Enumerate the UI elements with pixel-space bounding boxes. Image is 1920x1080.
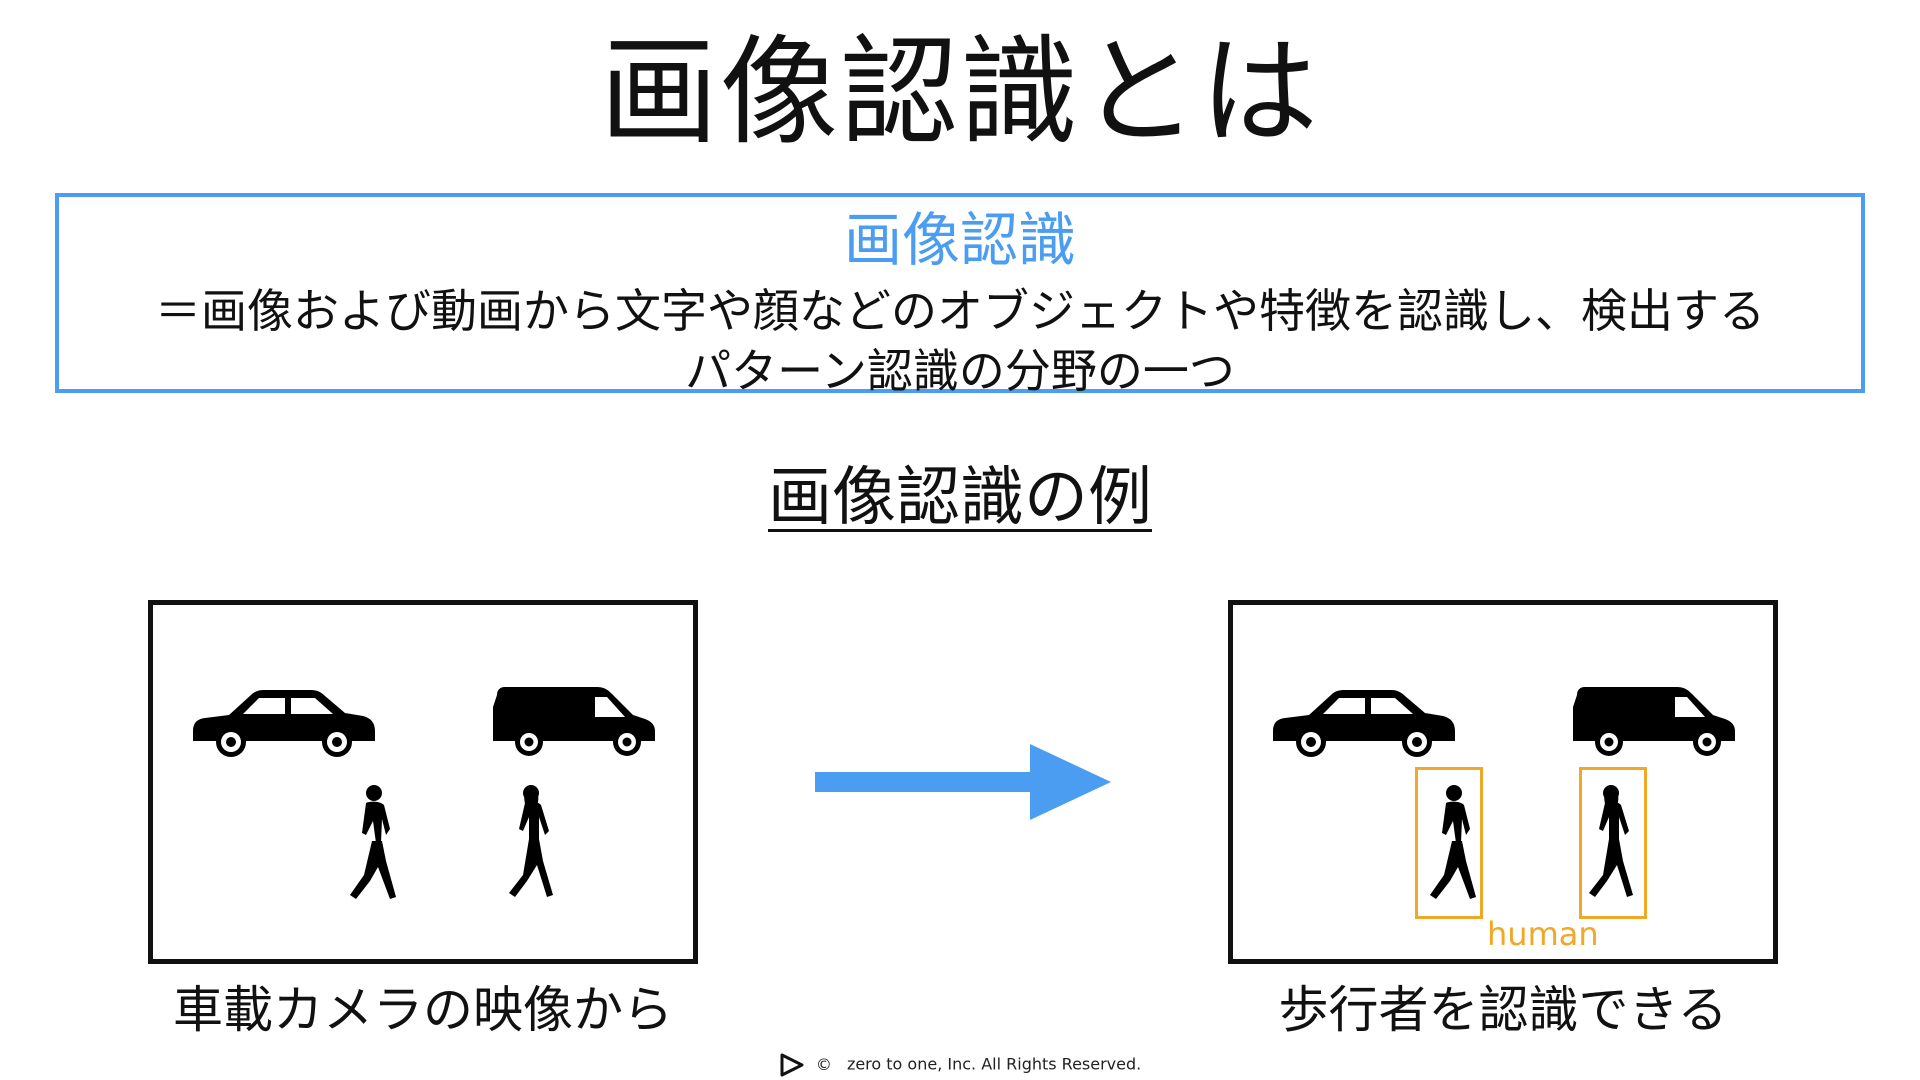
definition-box: 画像認識 ＝画像および動画から文字や顔などのオブジェクトや特徴を認識し、検出する… [55, 193, 1865, 398]
car-icon [193, 690, 375, 757]
left-caption: 車載カメラの映像から [173, 981, 673, 1039]
man-walking-icon [350, 785, 396, 899]
right-caption: 歩行者を認識できる [1278, 981, 1728, 1039]
example-heading: 画像認識の例 [0, 458, 1920, 538]
page-title: 画像認識とは [599, 23, 1320, 161]
definition-term: 画像認識 [843, 206, 1076, 274]
van-icon [1573, 687, 1735, 756]
example-heading-text: 画像認識の例 [768, 461, 1152, 535]
definition-line-2: パターン認識の分野の一つ [685, 344, 1235, 398]
woman-walking-icon [509, 785, 553, 897]
detection-box-woman [1579, 767, 1647, 919]
play-triangle-icon [780, 1053, 804, 1076]
detection-box-man [1415, 767, 1483, 919]
copyright-symbol: © [815, 1054, 832, 1074]
detection-label: human [1487, 915, 1599, 953]
copyright-text: zero to one, Inc. All Rights Reserved. [846, 1054, 1142, 1074]
recognition-result-panel: human [1228, 600, 1778, 964]
arrow-right-icon [815, 744, 1111, 820]
definition-line-1: ＝画像および動画から文字や顔などのオブジェクトや特徴を認識し、検出する [155, 284, 1765, 338]
definition-text: ＝画像および動画から文字や顔などのオブジェクトや特徴を認識し、検出する パターン… [59, 281, 1861, 401]
van-icon [493, 687, 655, 756]
car-icon [1273, 690, 1455, 757]
footer: © zero to one, Inc. All Rights Reserved. [0, 1052, 1920, 1076]
camera-image-panel [148, 600, 698, 964]
